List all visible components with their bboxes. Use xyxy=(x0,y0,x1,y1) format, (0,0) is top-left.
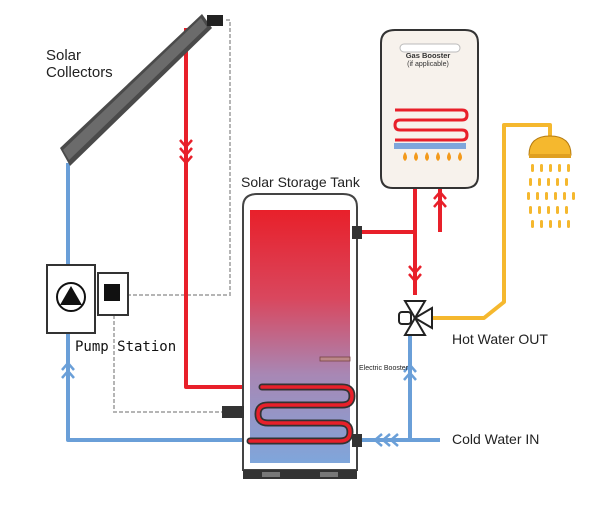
solar-storage-tank-label: Solar Storage Tank xyxy=(241,174,360,190)
solar-collectors-label-line2: Collectors xyxy=(46,64,113,82)
collector-sensor-wire xyxy=(125,19,231,296)
gas-booster-label: Gas Booster (if applicable) xyxy=(390,51,466,69)
electric-booster-label: Electric Booster xyxy=(359,365,409,372)
tank-heat-exchanger-coil xyxy=(246,383,356,445)
flow-arrows-hot xyxy=(179,139,447,283)
shower-spray xyxy=(527,164,575,228)
solar-collectors-label-line1: Solar xyxy=(46,47,82,64)
gas-booster-note: (if applicable) xyxy=(407,60,449,68)
gas-booster-heat-coil xyxy=(393,108,469,142)
collector-return-pipe xyxy=(66,163,250,442)
pump-station-label: Pump Station xyxy=(75,339,177,355)
cold-water-pipes xyxy=(66,163,440,442)
solar-collectors-label: Solar Collectors xyxy=(46,47,113,82)
tank-sensor-wire xyxy=(113,307,222,413)
arrow-up-icon xyxy=(403,363,417,381)
arrow-down-icon xyxy=(179,139,193,165)
gas-flames xyxy=(403,152,462,161)
shower-head xyxy=(528,135,572,158)
tank-sensor-fitting xyxy=(222,406,244,418)
tank-inlet-fitting xyxy=(352,434,362,447)
shower-supply-pipe xyxy=(430,123,552,320)
gas-booster-title: Gas Booster xyxy=(405,51,451,60)
arrow-down-icon xyxy=(408,265,422,283)
arrow-left-icon xyxy=(373,433,399,447)
solar-storage-tank xyxy=(222,193,362,479)
flow-arrows-cold xyxy=(61,361,417,447)
cold-water-in-label: Cold Water IN xyxy=(452,431,540,447)
gas-booster xyxy=(380,29,479,189)
electric-booster-element xyxy=(319,356,351,362)
arrow-up-icon xyxy=(61,361,75,379)
control-wires xyxy=(113,19,231,413)
mixing-valve xyxy=(398,300,433,336)
controller-icon xyxy=(104,284,120,301)
hot-water-out-label: Hot Water OUT xyxy=(452,331,548,347)
tank-hot-outlet-pipe xyxy=(358,230,417,295)
tank-outlet-fitting xyxy=(352,226,362,239)
pump-station xyxy=(46,264,129,334)
arrow-up-icon xyxy=(433,190,447,208)
solar-collector-panel xyxy=(60,14,223,166)
